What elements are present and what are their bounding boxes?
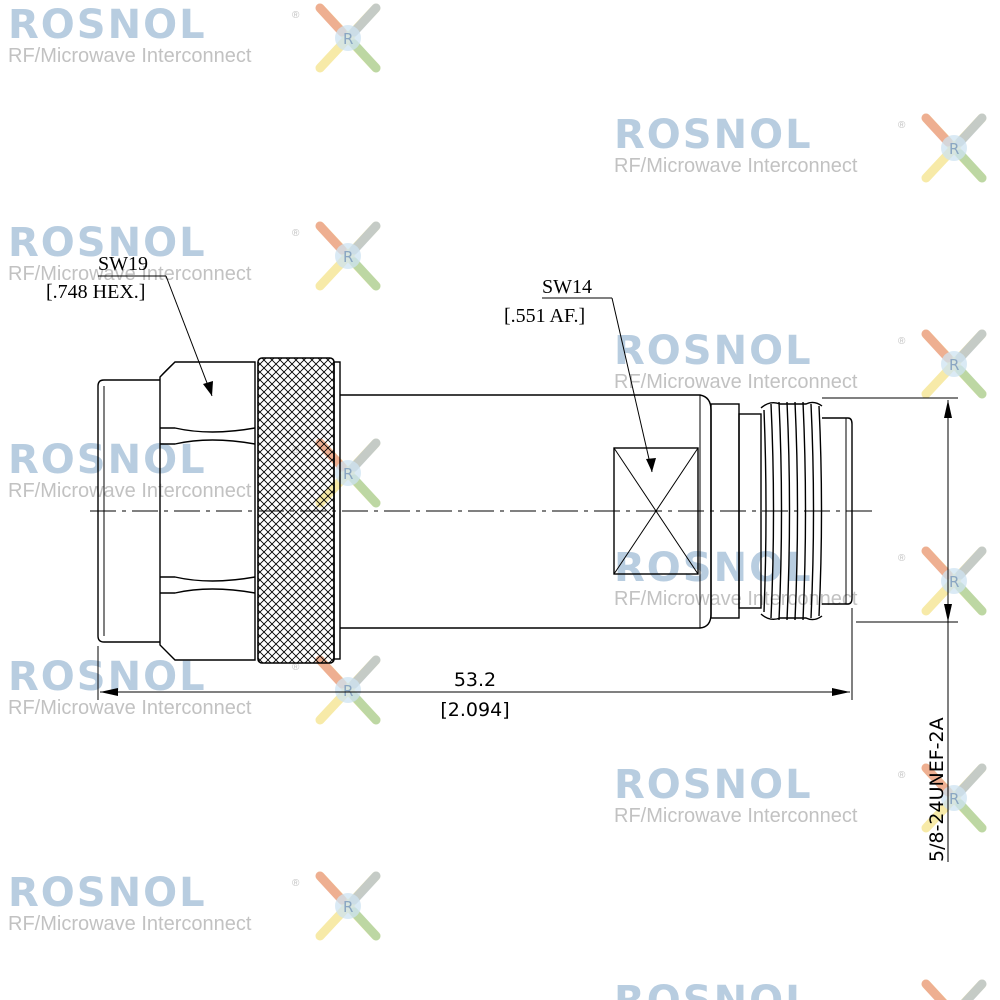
watermark-registered: ® <box>292 878 300 889</box>
flats-callout: SW14 [.551 AF.] <box>504 276 656 473</box>
hex-size-inch-label: [.748 HEX.] <box>46 281 145 303</box>
watermark-registered: ® <box>898 553 906 564</box>
watermark-registered: ® <box>292 228 300 239</box>
watermark-logo-icon <box>926 551 982 611</box>
watermark-tagline: RF/Microwave Interconnect <box>8 45 252 67</box>
watermark-registered: ® <box>292 10 300 21</box>
watermark-brand: ROSNOL <box>614 328 813 374</box>
length-inch-label: [2.094] <box>440 699 509 721</box>
flats-size-inch-label: [.551 AF.] <box>504 305 585 327</box>
watermark-9: ROSNOL ® RF/Microwave Interconnect <box>8 870 376 936</box>
watermark-registered: ® <box>898 336 906 347</box>
watermark-brand: ROSNOL <box>8 220 207 266</box>
watermark-tagline: RF/Microwave Interconnect <box>614 805 858 827</box>
watermark-5: ROSNOL ® RF/Microwave Interconnect <box>8 437 376 503</box>
watermark-3: ROSNOL ® RF/Microwave Interconnect <box>8 220 376 286</box>
watermark-2: ROSNOL ® RF/Microwave Interconnect <box>614 112 982 178</box>
watermark-layer: ROSNOL ® RF/Microwave Interconnect ROSNO… <box>8 2 982 1000</box>
watermark-brand: ROSNOL <box>614 112 813 158</box>
length-dimension: 53.2 [2.094] <box>97 608 853 721</box>
watermark-tagline: RF/Microwave Interconnect <box>8 263 252 285</box>
watermark-tagline: RF/Microwave Interconnect <box>614 371 858 393</box>
watermark-4: ROSNOL ® RF/Microwave Interconnect <box>614 328 982 394</box>
watermark-registered: ® <box>898 120 906 131</box>
watermark-brand: ROSNOL <box>614 545 813 591</box>
watermark-tagline: RF/Microwave Interconnect <box>8 697 252 719</box>
watermark-6: ROSNOL ® RF/Microwave Interconnect <box>614 545 982 611</box>
knurled-ring <box>257 357 341 664</box>
hex-size-label: SW19 <box>98 253 148 275</box>
watermark-tagline: RF/Microwave Interconnect <box>614 588 858 610</box>
watermark-logo-icon <box>926 334 982 394</box>
thread-dimension: 5/8-24UNEF-2A <box>822 397 958 862</box>
watermark-1: ROSNOL ® RF/Microwave Interconnect <box>8 2 376 68</box>
watermark-7: ROSNOL ® RF/Microwave Interconnect <box>8 654 376 720</box>
watermark-brand: ROSNOL <box>614 762 813 808</box>
connector-body <box>90 357 872 664</box>
length-label: 53.2 <box>454 669 496 691</box>
watermark-tagline: RF/Microwave Interconnect <box>614 155 858 177</box>
watermark-8: ROSNOL ® RF/Microwave Interconnect <box>614 762 982 828</box>
watermark-logo-icon <box>926 984 982 1000</box>
watermark-brand: ROSNOL <box>8 2 207 48</box>
watermark-brand: ROSNOL <box>8 870 207 916</box>
watermark-tagline: RF/Microwave Interconnect <box>8 913 252 935</box>
flats-size-label: SW14 <box>542 276 592 298</box>
watermark-logo-icon <box>320 876 376 936</box>
hex-callout: SW19 [.748 HEX.] <box>46 253 213 397</box>
hex-nut <box>159 361 256 661</box>
watermark-registered: ® <box>898 770 906 781</box>
watermark-tagline: RF/Microwave Interconnect <box>8 480 252 502</box>
thread-spec-label: 5/8-24UNEF-2A <box>926 717 948 862</box>
watermark-registered: ® <box>292 662 300 673</box>
watermark-brand: ROSNOL <box>614 978 813 1000</box>
watermark-logo-icon <box>320 660 376 720</box>
watermark-logo-icon <box>926 118 982 178</box>
watermark-logo-icon <box>320 8 376 68</box>
watermark-logo-icon <box>320 226 376 286</box>
watermark-10: ROSNOL <box>614 978 982 1000</box>
